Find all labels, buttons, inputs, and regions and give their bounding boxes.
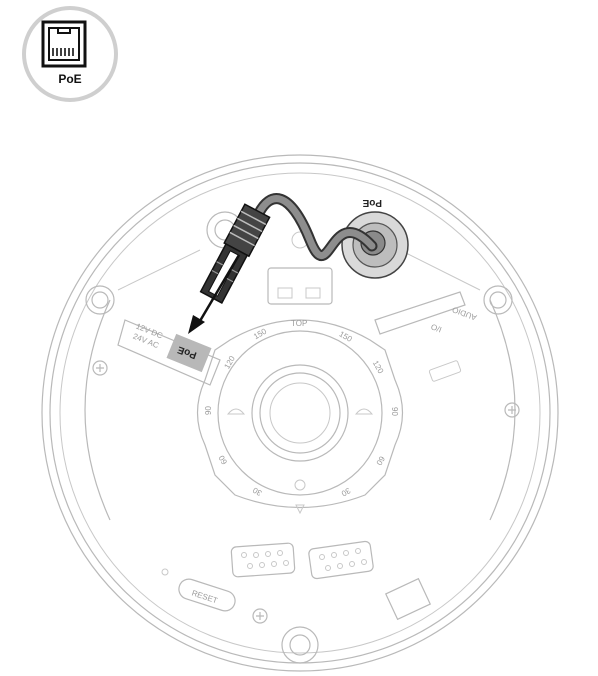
terminal-block-left <box>230 542 296 578</box>
terminal-block-right <box>308 540 374 580</box>
screw-boss-bottom <box>281 626 319 664</box>
io-label: I/O <box>430 322 443 334</box>
rj45-plug-connector <box>199 203 271 304</box>
angle-tick-label: 120 <box>222 354 237 371</box>
screw-boss-left <box>85 285 115 315</box>
insert-arrow-icon <box>188 254 241 334</box>
ethernet-port-icon <box>41 20 87 68</box>
cable-plug-poe-label: PoE <box>362 197 382 208</box>
ring-top-label: TOP <box>291 319 307 328</box>
angle-tick-label: 90 <box>390 407 399 416</box>
screw-boss-right <box>483 285 513 315</box>
angle-tick-label: 30 <box>251 485 264 498</box>
audio-label: AUDIO <box>451 305 478 322</box>
vent-panel <box>384 577 432 621</box>
angle-tick-label: 120 <box>371 359 386 376</box>
angle-tick-label: 30 <box>339 486 352 499</box>
angle-tick-label: 60 <box>374 455 387 468</box>
rotation-ring: TOP 150 120 90 60 30 150 120 90 60 30 <box>196 319 404 515</box>
plus-screw-icon <box>92 360 520 624</box>
poe-badge-label: PoE <box>58 72 82 86</box>
reset-label: RESET <box>191 588 219 605</box>
reset-button: RESET <box>161 568 236 612</box>
power-label-plate: PoE 12V DC 24V AC <box>117 319 221 386</box>
poe-badge <box>22 6 118 102</box>
sd-card-slot <box>267 267 333 305</box>
angle-tick-label: 60 <box>217 453 230 466</box>
io-connector: I/O AUDIO <box>374 291 478 382</box>
angle-tick-label: 90 <box>204 406 213 415</box>
